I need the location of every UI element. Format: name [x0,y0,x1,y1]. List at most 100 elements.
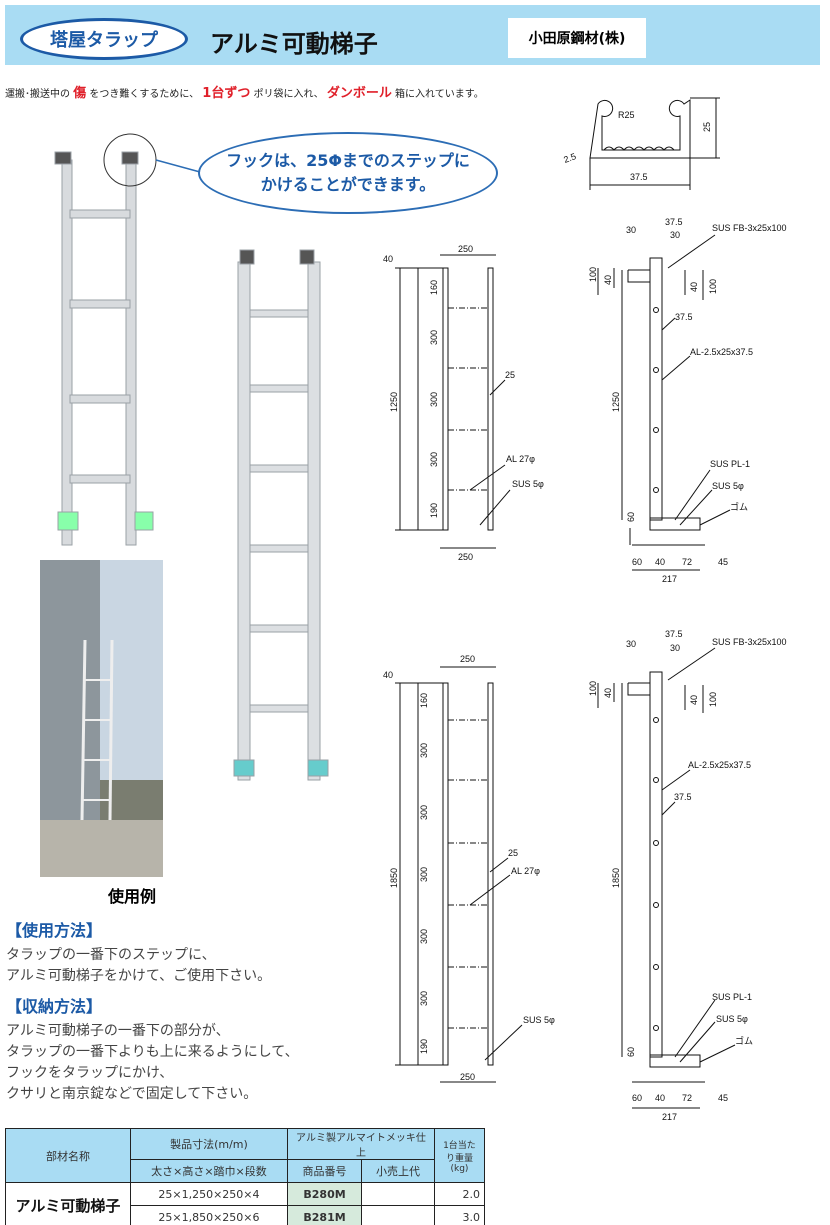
plate-spec: SUS PL-1 [710,459,750,469]
side-dim: 30 [670,643,680,653]
front-view-1850 [395,666,523,1083]
side-view-1250 [597,234,731,571]
total-height-dim: 1850 [389,868,399,888]
side-dim: 60 [632,557,642,567]
seg-dim: 300 [419,743,429,758]
table-row: アルミ可動梯子 25×1,250×250×4 B280M 2.0 [5,1182,486,1225]
hook-bar-spec: SUS FB-3x25x100 [712,637,787,647]
code-cell: B280M [286,1182,363,1206]
weight-cell: 3.0 [433,1205,486,1225]
hook-bar-spec: SUS FB-3x25x100 [712,223,787,233]
ladder-photo [233,249,329,781]
packing-note: 運搬･搬送中の 傷 をつき難くするために、 1台ずつ ポリ袋に入れ、 ダンボール… [5,82,484,101]
seg-dim: 300 [429,330,439,345]
product-table: 部材名称 製品寸法(m/m) アルミ製アルマイトメッキ仕上 1台当たり重量(kg… [5,1128,486,1225]
side-dim: 45 [718,557,728,567]
usage-line: タラップの一番下のステップに、 [6,947,216,963]
side-view-1850 [597,647,736,1109]
callout-line: フックは、25Φまでのステップに [226,151,470,170]
seg-dim: 300 [419,991,429,1006]
header-size: 製品寸法(m/m) [129,1128,289,1160]
callout-line: かけることができます。 [260,175,436,194]
chain-spec: SUS 5φ [716,1014,748,1024]
photo-caption: 使用例 [108,887,157,906]
storage-line: タラップの一番下よりも上に来るようにして、 [6,1044,299,1060]
profile-height-label: 25 [702,122,712,132]
seg-dim: 190 [429,503,439,518]
size-cell: 25×1,250×250×4 [129,1182,289,1206]
side-dim: 37.5 [674,792,692,802]
table-row: 25×1,850×250×6 B281M 3.0 [6,1205,486,1225]
total-height-dim: 1250 [389,392,399,412]
header-finish: アルミ製アルマイトメッキ仕上 [287,1128,435,1160]
storage-title: 【収納方法】 [6,997,103,1016]
width-dim-bottom: 250 [458,552,473,562]
note-text: ポリ袋に入れ、 [253,89,324,100]
header-size-sub: 太さ×高さ×踏巾×段数 [129,1159,289,1183]
seg-dim: 300 [429,392,439,407]
chain-spec: SUS 5φ [712,481,744,491]
side-dim: 72 [682,1093,692,1103]
side-dim: 30 [670,230,680,240]
seg-dim: 160 [419,693,429,708]
side-dim: 40 [655,557,665,567]
side-dim: 60 [626,1047,636,1057]
maker-name: 小田原鋼材(株) [508,18,646,58]
header-code: 商品番号 [286,1159,363,1183]
category-badge: 塔屋タラップ [20,18,188,60]
usage-photo [40,560,163,877]
hook-callout: フックは、25Φまでのステップに かけることができます。 [198,132,498,214]
usage-title: 【使用方法】 [6,921,103,940]
side-dim: 100 [708,692,718,707]
hook-dim: 40 [383,254,393,264]
side-dim: 40 [603,275,613,285]
chain-spec: SUS 5φ [512,479,544,489]
width-dim-bottom: 250 [460,1072,475,1082]
rung-dim: 25 [508,848,518,858]
side-dim: 217 [662,574,677,584]
price-cell [361,1182,435,1206]
side-dim: 40 [603,688,613,698]
seg-dim: 300 [429,452,439,467]
note-text: 運搬･搬送中の [5,89,70,100]
profile-section-drawing [589,97,720,190]
weight-cell: 2.0 [433,1182,486,1206]
size-cell: 25×1,850×250×6 [129,1205,289,1225]
side-dim: 37.5 [675,312,693,322]
rail-spec: AL 27φ [511,866,540,876]
side-dim: 40 [689,695,699,705]
width-dim-top: 250 [458,244,473,254]
header-name: 部材名称 [5,1128,131,1183]
side-dim: 40 [655,1093,665,1103]
storage-line: フックをタラップにかけ、 [6,1065,174,1081]
note-text: 箱に入れています。 [395,89,484,100]
usage-section: 【使用方法】 タラップの一番下のステップに、 アルミ可動梯子をかけて、ご使用下さ… [6,917,346,1105]
seg-dim: 160 [429,280,439,295]
rail-spec: AL-2.5x25x37.5 [690,347,753,357]
side-dim: 37.5 [665,217,683,227]
rail-spec: AL-2.5x25x37.5 [688,760,751,770]
profile-radius-label: R25 [618,110,635,120]
plate-spec: SUS PL-1 [712,992,752,1002]
side-dim: 30 [626,639,636,649]
side-dim: 40 [689,282,699,292]
side-dim: 30 [626,225,636,235]
side-dim: 45 [718,1093,728,1103]
rubber-label: ゴム [730,501,748,512]
front-view-1250 [395,254,511,549]
side-dim: 60 [632,1093,642,1103]
product-name: アルミ可動梯子 [5,1182,131,1225]
rubber-label: ゴム [735,1035,753,1046]
side-dim: 100 [588,267,598,282]
seg-dim: 300 [419,929,429,944]
usage-line: アルミ可動梯子をかけて、ご使用下さい。 [6,968,272,984]
storage-line: クサリと南京錠などで固定して下さい。 [6,1086,258,1102]
side-dim: 100 [708,279,718,294]
header-price: 小売上代 [361,1159,435,1183]
page-title: アルミ可動梯子 [210,30,378,58]
side-dim: 72 [682,557,692,567]
total-height-dim: 1850 [611,868,621,888]
seg-dim: 300 [419,867,429,882]
